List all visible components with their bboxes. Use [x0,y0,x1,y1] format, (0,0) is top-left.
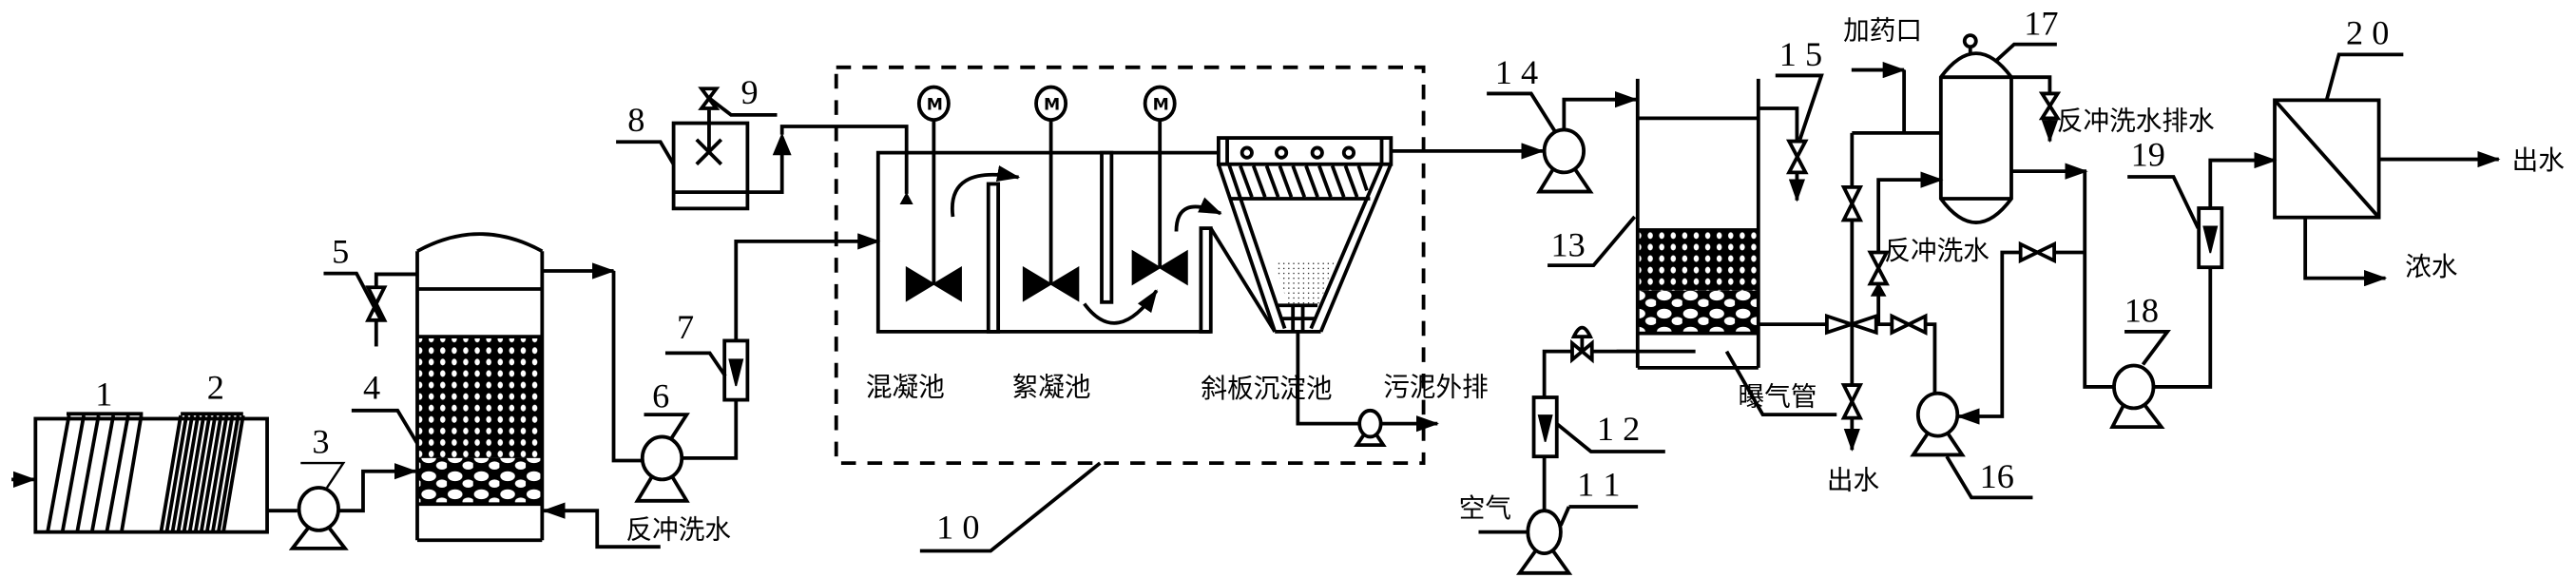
flow-arrow-2 [1083,289,1159,325]
label-2: 2 [207,369,224,407]
backwash-water-label-1: 反冲洗水 [625,514,731,546]
biofilter-column-13: 13 曝气管 [1548,78,1837,417]
motor-icon: M [1044,96,1060,115]
coagulation-flocculation-tank: M M M 混凝池 絮凝池 [866,85,1277,402]
label-10: 1 0 [936,509,979,547]
flowmeter-19: 19 [2127,135,2278,389]
backwash-drain-label: 反冲洗水排水 [2057,105,2215,136]
pressure-tank-17: 17 反冲洗水排水 [1938,4,2215,389]
inclined-plate-settler: 斜板沉淀池 [1201,136,1394,404]
valve-5: 5 [323,232,417,347]
label-20: 2 0 [2346,14,2389,52]
sludge-discharge-label: 污泥外排 [1383,371,1489,402]
backwash-piping: 出水 加药口 反冲洗水 [1758,14,1990,496]
outlet-water-label-2: 出水 [2512,144,2565,176]
label-9: 9 [740,73,758,111]
label-6: 6 [652,376,669,414]
label-11: 1 1 [1577,466,1620,504]
label-14: 1 4 [1495,53,1538,91]
filter-column-4: 4 反冲洗水 [351,232,731,549]
membrane-unit-20: 2 0 出水 浓水 [2273,14,2565,287]
label-5: 5 [332,232,349,270]
label-15: 1 5 [1779,35,1822,73]
mixer-1: M [905,85,962,302]
flowmeter-7: 7 [664,233,881,460]
treatment-unit-10: 1 0 [834,65,1426,553]
sludge-pump: 污泥外排 [1296,331,1489,447]
pretreatment-tank: 1 2 [11,369,269,534]
screen-1 [46,412,144,532]
pump-14: 1 4 [1391,53,1639,194]
dosing-port-label: 加药口 [1843,14,1922,46]
backwash-inlet-pipe [542,502,661,549]
motor-icon: M [927,96,943,115]
label-3: 3 [312,423,329,461]
label-1: 1 [95,376,112,414]
mixer-3: M [1131,85,1188,286]
label-4: 4 [363,369,380,407]
support-layer [1638,290,1759,334]
outlet-water-label-1: 出水 [1827,465,1879,496]
pump-18: 18 [2109,292,2171,429]
label-7: 7 [677,308,694,346]
air-blower-11: 空气 1 1 [1459,466,1639,575]
biofilter-media [1638,228,1759,291]
pump-3: 3 [267,423,417,550]
label-13: 13 [1551,225,1586,263]
inclined-plates [1239,164,1369,198]
filter-media [416,337,543,458]
flow-arrow-1 [950,165,1021,218]
air-label: 空气 [1459,492,1511,524]
settler-label: 斜板沉淀池 [1201,373,1332,404]
label-12: 1 2 [1597,410,1640,448]
label-16: 16 [1980,457,2014,495]
label-18: 18 [2124,292,2159,330]
dosing-tank-8: 8 [616,101,913,211]
valve-15: 1 5 [1758,35,1824,202]
aeration-pipe-label: 曝气管 [1739,381,1817,413]
concentrate-label: 浓水 [2405,251,2457,282]
flow-arrow-3 [1174,197,1222,232]
coagulation-tank-label: 混凝池 [866,371,945,402]
backwash-water-label-2: 反冲洗水 [1884,235,1990,266]
motor-icon: M [1153,96,1169,115]
label-8: 8 [627,101,644,139]
pump-6: 6 [542,262,690,503]
mixer-2: M [1022,85,1080,302]
screen-2 [159,412,245,532]
flowmeter-12: 1 2 [1531,325,1665,511]
pump-16: 16 [1910,241,2086,500]
flocculation-tank-label: 絮凝池 [1012,371,1091,402]
label-17: 17 [2024,4,2058,42]
label-19: 19 [2131,135,2165,173]
valve-9: 9 [698,73,778,117]
gravel-layer [416,457,543,505]
membrane-icon [2273,99,2381,219]
